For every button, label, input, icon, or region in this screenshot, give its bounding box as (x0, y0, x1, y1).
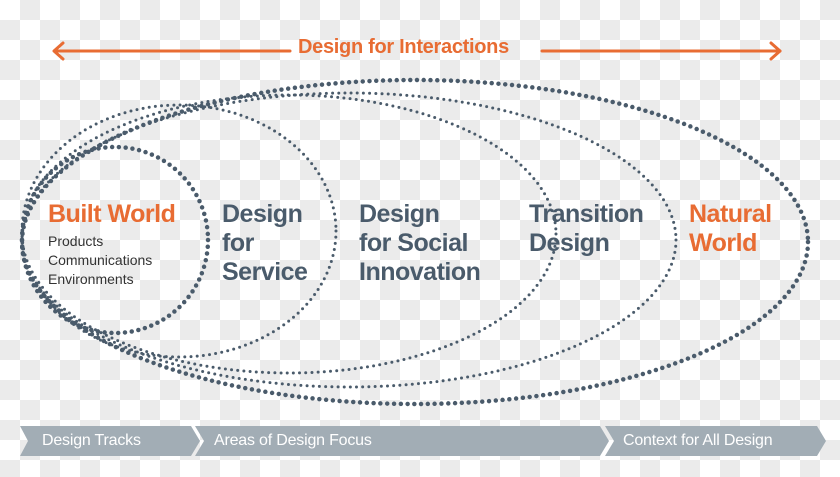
transition-line-2: Design (529, 229, 610, 257)
track-design-tracks: Design Tracks (42, 432, 141, 449)
built-world-items: Products Communications Environments (48, 232, 152, 289)
track-design-tracks-shape (20, 426, 200, 456)
natural-line-2: World (689, 229, 757, 257)
track-context-shape (605, 426, 826, 456)
built-world-title: Built World (48, 200, 176, 228)
social-line-3: Innovation (359, 258, 481, 286)
service-line-1: Design (222, 200, 303, 228)
ellipse-transition-design (20, 91, 678, 389)
interactions-arrow (52, 41, 782, 61)
service-line-2: for (222, 229, 254, 257)
arrow-left-icon (52, 41, 65, 61)
service-line-3: Service (222, 258, 308, 286)
built-world-item-environments: Environments (48, 271, 134, 287)
built-world-item-communications: Communications (48, 252, 153, 268)
track-band (20, 426, 826, 456)
social-line-1: Design (359, 200, 440, 228)
diagram-title: Design for Interactions (298, 36, 509, 58)
track-areas-of-design-focus: Areas of Design Focus (214, 432, 372, 449)
transition-line-1: Transition (529, 200, 644, 228)
social-line-2: for Social (359, 229, 468, 257)
social-innovation-label: Design for Social Innovation (359, 200, 481, 287)
ellipse-built-world (19, 144, 211, 336)
ellipse-social-innovation (20, 93, 558, 375)
design-for-service-label: Design for Service (222, 200, 308, 287)
built-world-item-products: Products (48, 233, 104, 249)
arrow-right-icon (769, 41, 782, 61)
track-context-for-all-design: Context for All Design (623, 432, 773, 449)
transition-design-label: Transition Design (529, 200, 644, 258)
natural-line-1: Natural (689, 200, 772, 228)
natural-world-label: Natural World (689, 200, 772, 258)
track-areas-focus-shape (195, 426, 609, 456)
